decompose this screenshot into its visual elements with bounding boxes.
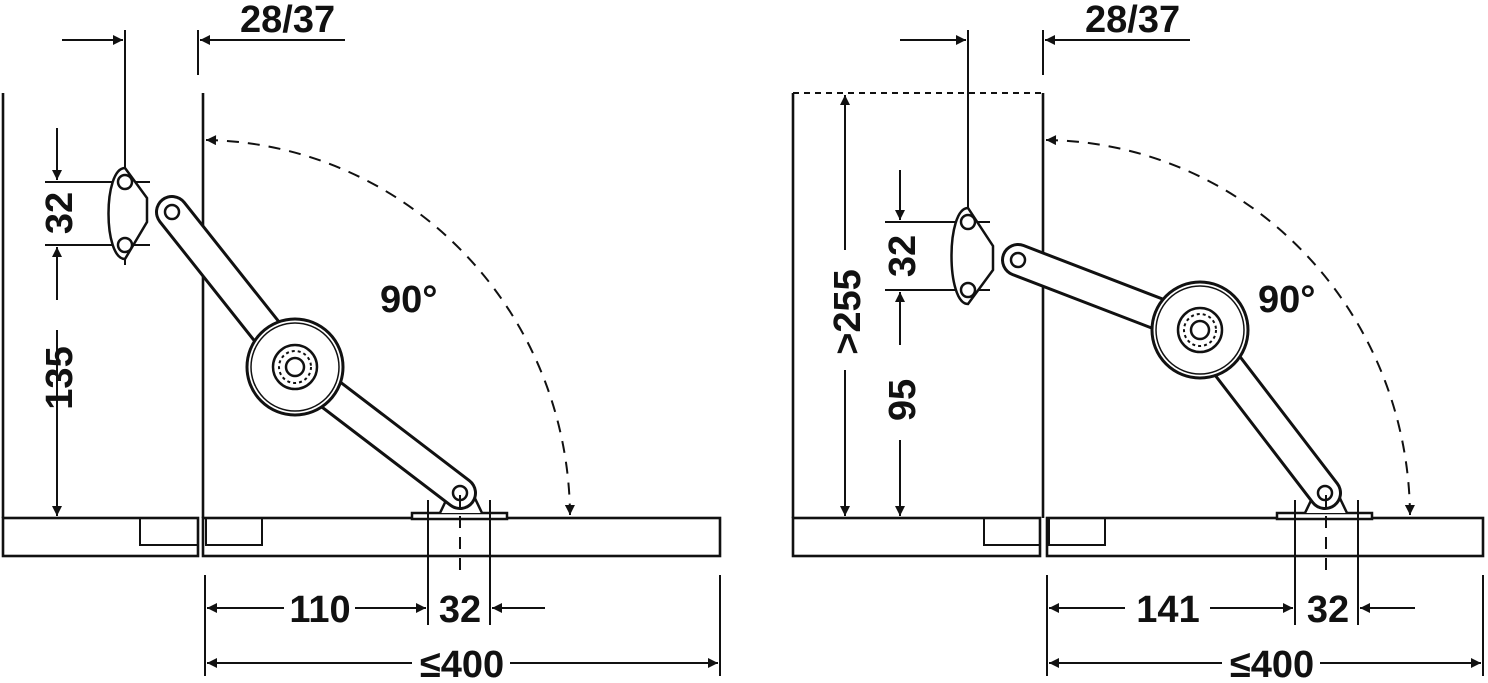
base-spacing-label: 32	[1307, 589, 1349, 631]
offset-label: 28/37	[240, 0, 335, 41]
right-diagram: 28/37 32 95 >255 90° 141 32 ≤400	[791, 0, 1485, 683]
bottom-board	[1, 516, 200, 558]
hole-spacing-label: 32	[39, 192, 81, 234]
max-depth-label: ≤400	[1230, 644, 1314, 683]
screw-hole-icon	[116, 173, 134, 191]
adjuster-teeth	[278, 350, 312, 384]
screw-hole-icon	[959, 213, 977, 231]
lid-stay-mechanism	[107, 166, 509, 521]
mounting-plate	[950, 206, 995, 306]
angle-label: 90°	[380, 279, 437, 321]
hole-spacing-label: 32	[882, 235, 924, 277]
adjuster-screw	[284, 356, 306, 378]
max-depth-label: ≤400	[420, 644, 504, 683]
pivot-icon	[1009, 251, 1027, 269]
pivot-icon	[163, 203, 181, 221]
screw-hole-icon	[959, 281, 977, 299]
adjuster-screw	[1189, 319, 1211, 341]
distance-label: 141	[1136, 589, 1199, 631]
spring-housing-ring	[250, 322, 340, 412]
offset-label: 28/37	[1085, 0, 1180, 41]
base-spacing-label: 32	[439, 589, 481, 631]
screw-hole-icon	[116, 236, 134, 254]
distance-label: 110	[289, 589, 350, 631]
lid-stay-mechanism	[950, 206, 1374, 521]
spring-housing-ring	[1155, 285, 1245, 375]
mounting-plate	[107, 166, 149, 261]
min-height-label: >255	[827, 269, 869, 355]
height-label: 135	[39, 346, 81, 409]
height-label: 95	[882, 379, 924, 421]
angle-label: 90°	[1258, 279, 1315, 321]
adjuster-teeth	[1183, 313, 1217, 347]
lid-board	[201, 516, 722, 558]
left-diagram: 28/37 32 135 90° 110 32 ≤400	[1, 0, 722, 683]
